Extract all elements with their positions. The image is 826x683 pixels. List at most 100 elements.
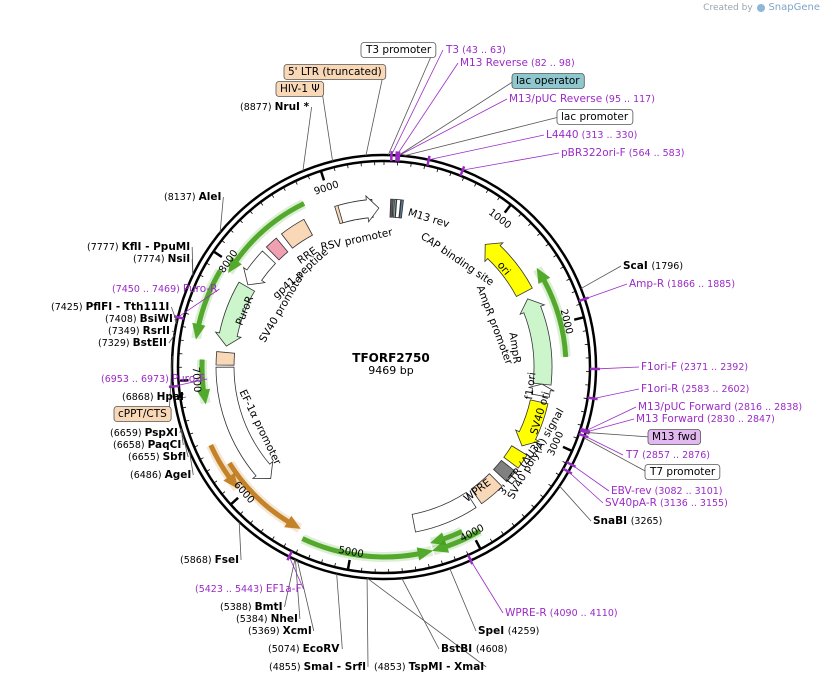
primer-site-wprer[interactable]: WPRE-R (4090 .. 4110) [505,607,618,619]
major-tick [474,539,482,550]
enzyme-site-paqci[interactable]: (6658) PaqCI [113,439,181,451]
enzyme-site-nrui[interactable]: (8877) NruI * [240,101,310,113]
feature-ef-1-promoter[interactable] [215,366,274,479]
feature-sv40-promoter[interactable] [242,250,277,286]
primer-site-purof[interactable]: (6953 .. 6973) Puro-F [101,373,205,385]
primer-site-puror[interactable]: (7450 .. 7469) Puro-R [112,283,217,295]
minor-tick [194,445,199,448]
feature-puror[interactable] [214,281,256,347]
enzyme-position: (7329) [98,338,133,349]
orf-arrow[interactable] [301,536,434,561]
feature-lac-promoter[interactable] [395,199,402,219]
enzyme-name: SnaBI [593,515,631,527]
feature-ampr-promoter[interactable] [528,383,555,398]
enzyme-site-snabi[interactable]: SnaBI (3265) [593,515,662,527]
label-text: (8137) AleI [164,191,221,203]
enzyme-name: XcmI [283,625,312,637]
enzyme-site-xcmi[interactable]: (5369) XcmI [248,625,312,637]
enzyme-site-rsrii[interactable]: (7349) RsrII [108,325,170,337]
orf-arrow[interactable] [196,359,211,405]
enzyme-site-nsii[interactable]: (7774) NsiI [133,253,190,265]
feature-sv40-ori[interactable] [503,445,528,469]
minor-tick [423,164,426,170]
leader-line [238,521,242,561]
primer-site-m13forward[interactable]: M13 Forward (2830 .. 2847) [636,413,775,425]
enzyme-name: EcoRV [303,643,341,655]
primer-site-ampr[interactable]: Amp-R (1866 .. 1885) [629,278,735,290]
primer-site-f1orir[interactable]: F1ori-R (2583 .. 2602) [641,383,749,395]
feature-sv40-poly-a-signal[interactable] [493,459,517,483]
primer-mark [173,315,185,320]
primer-site-ef1af[interactable]: (5423 .. 5443) EF1a-F [195,583,302,595]
enzyme-site-hpai[interactable]: (6868) HpaI [122,391,184,403]
enzyme-site-pflfi[interactable]: (7425) PflFI - Tth111I [51,301,169,313]
feature-tag-ltr5[interactable]: 5' LTR (truncated) [283,64,387,80]
primer-site-t3[interactable]: T3 (43 .. 63) [445,44,506,56]
feature-ori[interactable] [484,242,533,298]
orf-arrow[interactable] [192,269,223,340]
feature-tag-t7promoter[interactable]: T7 promoter [644,464,721,480]
feature-tag-hiv1psi[interactable]: HIV-1 Ψ [275,81,325,97]
primer-site-l4440[interactable]: L4440 (313 .. 330) [546,129,637,141]
minor-tick [511,522,515,527]
primer-site-t7[interactable]: T7 (2857 .. 2876) [625,449,710,461]
minor-tick [562,461,567,464]
enzyme-site-bmti[interactable]: (5388) BmtI [220,601,282,613]
primer-range: (4090 .. 4110) [547,608,618,619]
primer-site-f1orif[interactable]: F1ori-F (2371 .. 2392) [641,361,748,373]
primer-site-pbr322ori[interactable]: pBR322ori-F (564 .. 583) [561,147,684,159]
orf-arrow[interactable] [431,528,482,553]
feature-tag-lacpromoter[interactable]: lac promoter [556,109,634,125]
feature-tag-lacoperator[interactable]: lac operator [511,73,585,89]
feature-ampr[interactable] [519,298,553,386]
enzyme-site-alei[interactable]: (8137) AleI [164,191,221,203]
enzyme-site-scai[interactable]: ScaI (1796) [623,260,683,272]
enzyme-site-ecorv[interactable]: (5074) EcoRV [268,643,340,655]
enzyme-site-bsteii[interactable]: (7329) BstEII [98,337,167,349]
enzyme-site-spei[interactable]: SpeI (4259) [478,625,539,637]
enzyme-position: (6655) [128,452,163,463]
enzyme-site-kfli[interactable]: (7777) KflI - PpuMI [87,241,190,253]
minor-tick [489,538,493,543]
enzyme-site-tspmi[interactable]: (4853) TspMI - XmaI [374,661,484,673]
feature-tag-t3promoter[interactable]: T3 promoter [360,42,437,58]
feature-3-ltr-u3[interactable] [470,473,503,505]
minor-tick [239,511,244,515]
feature-cap-binding-site[interactable] [398,199,404,219]
primer-name: F1ori-R [641,383,678,395]
orf-arrow[interactable] [429,529,464,546]
leader-line [586,406,637,432]
feature-m13-rev[interactable] [389,198,394,218]
enzyme-site-fsei[interactable]: (5868) FseI [180,554,239,566]
orf-glow [225,460,303,533]
feature-cppt-cts[interactable] [215,351,236,366]
enzyme-site-sbfi[interactable]: (6655) SbfI [128,451,186,463]
primer-site-ebvrev[interactable]: EBV-rev (3082 .. 3101) [611,485,723,497]
orf-arrow[interactable] [536,267,569,358]
primer-site-sv40par[interactable]: SV40pA-R (3136 .. 3155) [605,497,728,509]
orf-arrow[interactable] [208,443,239,490]
feature-f1-ori[interactable] [514,399,549,447]
enzyme-site-bsiwi[interactable]: (7408) BsiWI [105,313,173,325]
primer-site-m13reverse[interactable]: M13 Reverse (82 .. 98) [460,57,575,69]
enzyme-site-pspxi[interactable]: (6659) PspXI [110,427,178,439]
feature-lac-operator[interactable] [393,198,397,218]
enzyme-name: KflI [122,241,142,253]
feature-tag-cppt[interactable]: cPPT/CTS [113,406,172,422]
feature-rsv-promoter[interactable] [337,194,380,224]
orf-arrow[interactable] [227,461,301,529]
minor-tick [577,423,582,426]
primer-site-m13pucreverse[interactable]: M13/pUC Reverse (95 .. 117) [509,93,655,105]
orf-arrow[interactable] [228,201,306,273]
feature-gp41-peptide[interactable] [265,237,289,261]
enzyme-site-bstbi[interactable]: BstBI (4608) [441,643,507,655]
enzyme-site-smai[interactable]: (4855) SmaI - SrfI [269,661,366,673]
label-text: (6486) AgeI [130,469,191,481]
enzyme-site-nhei[interactable]: (5384) NheI [236,613,298,625]
enzyme-site-agei[interactable]: (6486) AgeI [130,469,191,481]
feature-tag-m13fwd[interactable]: M13 fwd [647,429,701,445]
primer-site-m13pucforward[interactable]: M13/pUC Forward (2816 .. 2838) [638,401,802,413]
feature-rre[interactable] [280,218,314,249]
feature-wpre[interactable] [411,491,477,533]
